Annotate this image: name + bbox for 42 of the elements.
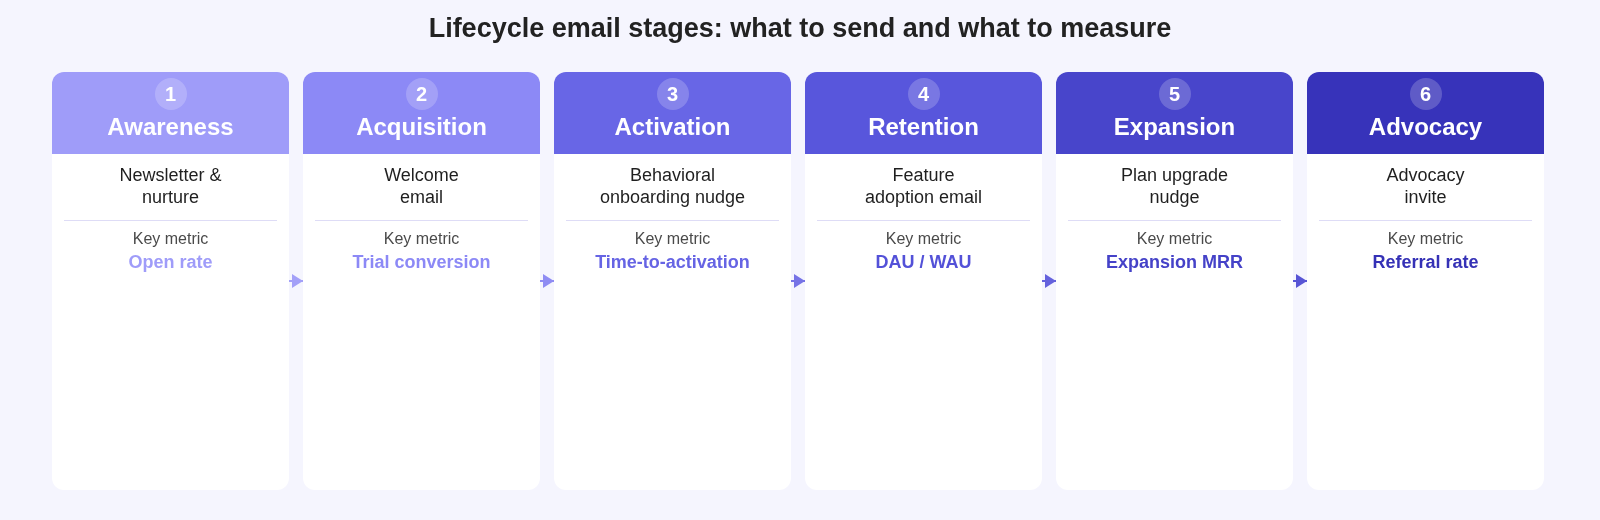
email-type: Newsletter & nurture — [118, 164, 223, 208]
stage-name: Activation — [614, 112, 731, 142]
metric-label: Key metric — [1387, 230, 1464, 248]
stage-name: Acquisition — [356, 112, 487, 142]
stage-card — [805, 72, 1042, 490]
flow-arrow — [539, 274, 555, 288]
metric-label: Key metric — [885, 230, 962, 248]
metric-label: Key metric — [132, 230, 209, 248]
metric-label: Key metric — [383, 230, 460, 248]
diagram-title: Lifecycle email stages: what to send and what to measure — [428, 12, 1172, 45]
metric-value: DAU / WAU — [875, 251, 972, 273]
stage-card — [1307, 72, 1544, 490]
email-type: Plan upgrade nudge — [1119, 164, 1230, 208]
metric-label: Key metric — [1136, 230, 1213, 248]
flow-arrow — [1041, 274, 1057, 288]
stage-card — [554, 72, 791, 490]
stage-card — [52, 72, 289, 490]
flow-arrow — [1292, 274, 1308, 288]
metric-value: Open rate — [128, 251, 213, 273]
stage-card — [303, 72, 540, 490]
email-type: Feature adoption email — [863, 164, 984, 208]
stage-name: Retention — [868, 112, 979, 142]
metric-value: Expansion MRR — [1106, 251, 1243, 273]
flow-arrow — [790, 274, 806, 288]
metric-label: Key metric — [634, 230, 711, 248]
step-number: 4 — [907, 78, 940, 110]
step-number: 3 — [656, 78, 689, 110]
stage-card — [1056, 72, 1293, 490]
email-type: Welcome email — [383, 164, 460, 208]
step-number: 2 — [405, 78, 438, 110]
stage-name: Advocacy — [1368, 112, 1483, 142]
metric-value: Trial conversion — [352, 251, 491, 273]
metric-value: Time-to-activation — [595, 251, 750, 273]
step-number: 5 — [1158, 78, 1191, 110]
stage-name: Awareness — [107, 112, 234, 142]
step-number: 6 — [1409, 78, 1442, 110]
flow-arrow — [288, 274, 304, 288]
stage-name: Expansion — [1113, 112, 1236, 142]
email-type: Advocacy invite — [1385, 164, 1466, 208]
metric-value: Referral rate — [1372, 251, 1479, 273]
step-number: 1 — [154, 78, 187, 110]
email-type: Behavioral onboarding nudge — [598, 164, 747, 208]
